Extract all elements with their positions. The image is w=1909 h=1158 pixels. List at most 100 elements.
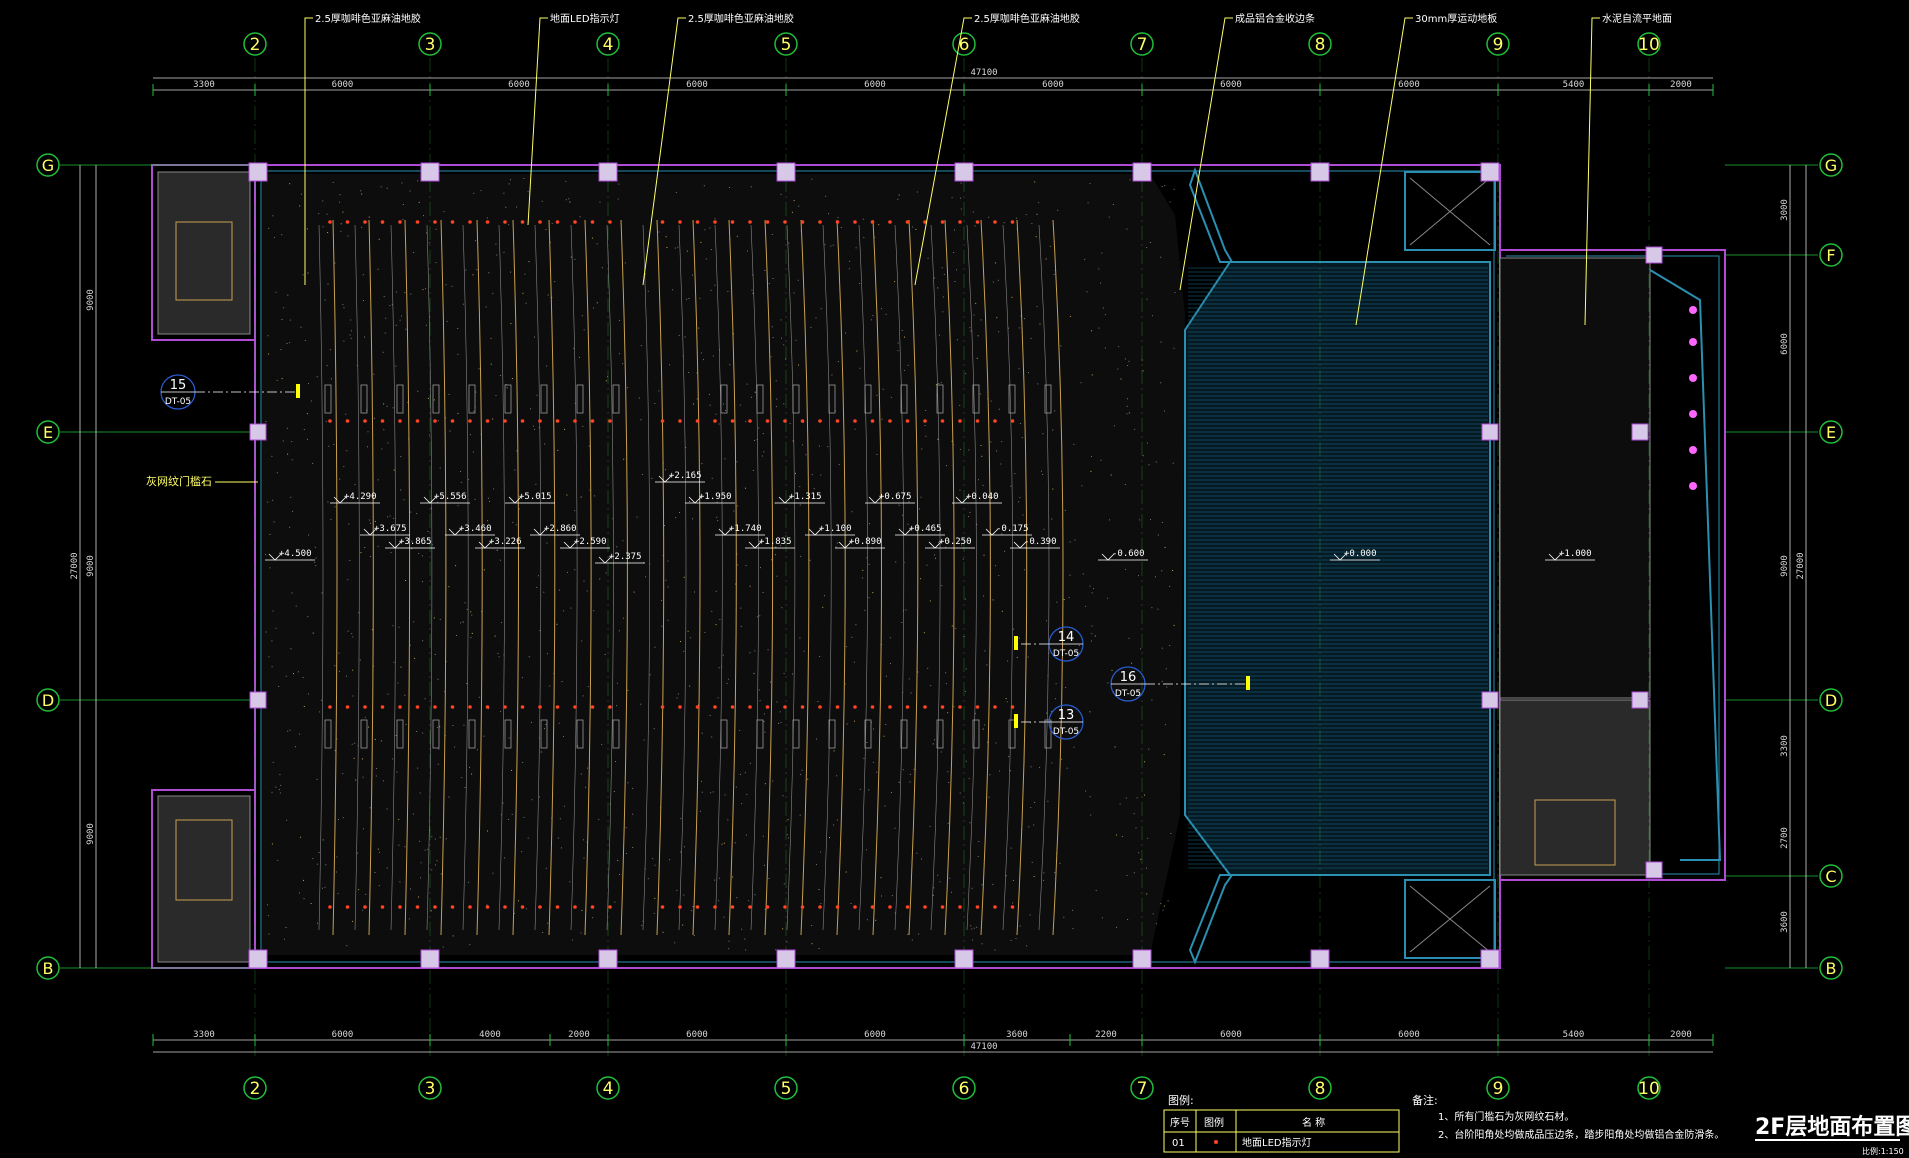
floor-speckle xyxy=(327,283,329,285)
floor-speckle xyxy=(292,510,294,512)
floor-speckle xyxy=(820,851,821,853)
floor-speckle xyxy=(437,763,439,765)
floor-speckle xyxy=(499,375,501,376)
floor-speckle xyxy=(470,637,472,639)
floor-speckle xyxy=(490,337,492,339)
floor-speckle xyxy=(431,544,433,546)
floor-speckle xyxy=(1039,323,1041,325)
elevation-label: +2.590 xyxy=(574,537,607,547)
floor-speckle xyxy=(798,205,800,207)
callout-leader xyxy=(304,17,313,285)
seat-group xyxy=(936,384,944,414)
floor-speckle xyxy=(557,837,559,839)
led-light xyxy=(450,905,455,909)
floor-speckle xyxy=(352,669,354,671)
floor-speckle xyxy=(577,745,579,747)
left-stairs xyxy=(157,171,251,963)
floor-speckle xyxy=(786,834,788,836)
floor-speckle xyxy=(878,224,880,226)
dimension-label: 6000 xyxy=(864,1030,886,1040)
seat-group xyxy=(360,719,368,749)
floor-speckle xyxy=(334,262,336,264)
floor-speckle xyxy=(624,262,626,264)
floor-speckle xyxy=(990,441,992,443)
led-light xyxy=(345,705,350,709)
floor-speckle xyxy=(1045,258,1047,260)
floor-speckle xyxy=(951,891,952,893)
floor-speckle xyxy=(737,505,739,507)
floor-speckle xyxy=(907,933,909,935)
elevation-label: +5.015 xyxy=(519,492,552,502)
floor-speckle xyxy=(851,511,853,513)
floor-speckle xyxy=(573,347,575,349)
floor-speckle xyxy=(361,226,363,228)
floor-speckle xyxy=(1024,546,1026,548)
floor-speckle xyxy=(942,311,944,313)
floor-speckle xyxy=(455,565,457,567)
grid-bubble xyxy=(774,1076,798,1100)
floor-speckle xyxy=(556,623,558,625)
led-light xyxy=(433,220,437,224)
floor-speckle xyxy=(1173,188,1175,190)
floor-speckle xyxy=(559,589,560,591)
floor-speckle xyxy=(275,627,277,629)
floor-speckle xyxy=(440,496,442,498)
floor-speckle xyxy=(623,458,625,460)
floor-speckle xyxy=(803,650,805,652)
floor-speckle xyxy=(363,300,364,301)
seat-row-line xyxy=(512,219,519,936)
led-light xyxy=(398,220,402,224)
floor-speckle xyxy=(1101,917,1103,919)
seat-row-line xyxy=(1016,219,1028,936)
floor-speckle xyxy=(375,775,377,777)
floor-speckle xyxy=(498,656,500,658)
floor-speckle xyxy=(497,653,499,654)
floor-speckle xyxy=(464,602,466,604)
floor-speckle xyxy=(945,683,947,685)
floor-speckle xyxy=(1170,832,1172,834)
floor-speckle xyxy=(273,521,275,523)
floor-speckle xyxy=(522,292,524,294)
floor-speckle xyxy=(676,697,678,699)
callout-text: 2.5厚咖啡色亚麻油地胶 xyxy=(315,12,421,25)
floor-speckle xyxy=(715,624,717,626)
floor-speckle xyxy=(1110,474,1112,476)
floor-speckle xyxy=(469,944,471,946)
elevation-label: +2.165 xyxy=(669,471,702,481)
auditorium-floor xyxy=(262,174,1646,955)
floor-speckle xyxy=(601,743,603,745)
floor-speckle xyxy=(1160,382,1162,384)
floor-speckle xyxy=(362,909,364,911)
floor-speckle xyxy=(436,860,438,862)
floor-speckle xyxy=(302,677,304,678)
floor-speckle xyxy=(1054,410,1056,412)
led-light xyxy=(800,419,805,423)
floor-speckle xyxy=(563,610,565,612)
floor-speckle xyxy=(567,571,568,573)
floor-speckle xyxy=(974,225,976,227)
floor-speckle xyxy=(705,258,707,260)
floor-speckle xyxy=(1090,814,1092,816)
floor-speckle xyxy=(265,554,267,556)
floor-speckle xyxy=(580,932,582,934)
floor-speckle xyxy=(703,359,704,361)
led-light xyxy=(503,220,507,224)
floor-speckle xyxy=(325,420,327,422)
callout-text: 2.5厚咖啡色亚麻油地胶 xyxy=(688,12,794,25)
floor-speckle xyxy=(715,413,717,415)
floor-speckle xyxy=(508,737,510,739)
led-light xyxy=(940,220,945,224)
led-indicator-lights xyxy=(328,220,1697,909)
floor-speckle xyxy=(579,356,580,358)
floor-speckle xyxy=(667,619,669,621)
floor-speckle xyxy=(850,903,852,904)
floor-speckle xyxy=(764,908,766,910)
floor-speckle xyxy=(775,554,776,556)
floor-speckle xyxy=(882,388,884,390)
floor-speckle xyxy=(622,363,624,365)
floor-speckle xyxy=(1015,217,1017,219)
floor-speckle xyxy=(920,496,922,498)
floor-speckle xyxy=(592,917,594,919)
floor-speckle xyxy=(580,496,582,498)
led-light xyxy=(660,419,665,423)
